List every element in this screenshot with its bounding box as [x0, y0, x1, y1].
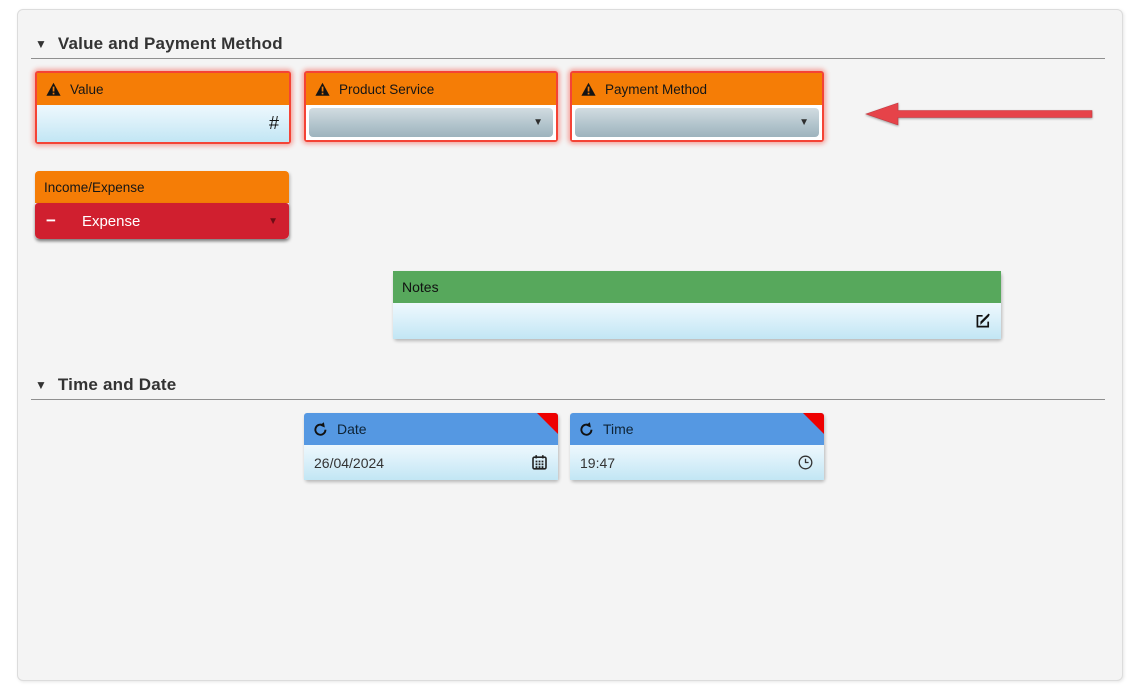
- date-label: Date: [337, 421, 367, 437]
- clock-icon[interactable]: [797, 454, 814, 471]
- date-header: Date: [304, 413, 558, 445]
- income-expense-select[interactable]: − Expense ▼: [35, 203, 289, 239]
- value-input[interactable]: #: [37, 105, 289, 142]
- section-divider: [31, 58, 1105, 59]
- income-expense-selected: Expense: [81, 212, 141, 230]
- product-service-select[interactable]: ▼: [309, 108, 553, 137]
- value-field-label: Value: [70, 81, 104, 97]
- payment-method-label: Payment Method: [605, 81, 708, 97]
- collapse-caret-icon[interactable]: ▼: [35, 37, 47, 51]
- date-field: Date 26/04/2024: [304, 413, 558, 480]
- changed-flag-icon: [803, 413, 824, 434]
- collapse-caret-icon[interactable]: ▼: [35, 378, 47, 392]
- product-service-field: Product Service ▼: [304, 71, 558, 142]
- product-service-select-wrap: ▼: [306, 105, 556, 140]
- payment-method-header: Payment Method: [572, 73, 822, 105]
- changed-flag-icon: [537, 413, 558, 434]
- minus-icon: −: [46, 211, 56, 230]
- number-hash-icon: #: [268, 113, 279, 133]
- time-input[interactable]: 19:47: [570, 445, 824, 480]
- product-service-label: Product Service: [339, 81, 435, 97]
- chevron-down-icon: ▼: [799, 117, 809, 128]
- time-header: Time: [570, 413, 824, 445]
- section-title: Time and Date: [57, 375, 177, 394]
- date-value: 26/04/2024: [314, 454, 385, 471]
- notes-label: Notes: [402, 279, 439, 295]
- value-field: Value #: [35, 71, 291, 144]
- time-label: Time: [603, 421, 634, 437]
- chevron-down-icon: ▼: [533, 117, 543, 128]
- payment-method-select-wrap: ▼: [572, 105, 822, 140]
- income-expense-label: Income/Expense: [44, 179, 145, 195]
- payment-method-field: Payment Method ▼: [570, 71, 824, 142]
- income-expense-field: Income/Expense − Expense ▼: [35, 171, 289, 239]
- undo-icon[interactable]: [313, 421, 328, 437]
- warning-icon: [315, 82, 330, 96]
- payment-method-select[interactable]: ▼: [575, 108, 819, 137]
- date-input[interactable]: 26/04/2024: [304, 445, 558, 480]
- section-header-value-payment[interactable]: ▼ Value and Payment Method: [35, 34, 283, 54]
- notes-header: Notes: [393, 271, 1001, 303]
- product-service-header: Product Service: [306, 73, 556, 105]
- calendar-icon[interactable]: [531, 454, 548, 471]
- edit-icon[interactable]: [975, 313, 991, 329]
- notes-input[interactable]: [393, 303, 1001, 339]
- chevron-down-icon: ▼: [268, 215, 278, 227]
- notes-field: Notes: [393, 271, 1001, 339]
- red-arrow-annotation: [865, 102, 1093, 126]
- section-title: Value and Payment Method: [57, 34, 283, 53]
- time-field: Time 19:47: [570, 413, 824, 480]
- value-field-header: Value: [37, 73, 289, 105]
- income-expense-header: Income/Expense: [35, 171, 289, 203]
- warning-icon: [581, 82, 596, 96]
- time-value: 19:47: [580, 454, 616, 471]
- warning-icon: [46, 82, 61, 96]
- section-header-time-date[interactable]: ▼ Time and Date: [35, 375, 176, 395]
- form-panel: ▼ Value and Payment Method Value #: [17, 9, 1123, 681]
- section-divider: [31, 399, 1105, 400]
- undo-icon[interactable]: [579, 421, 594, 437]
